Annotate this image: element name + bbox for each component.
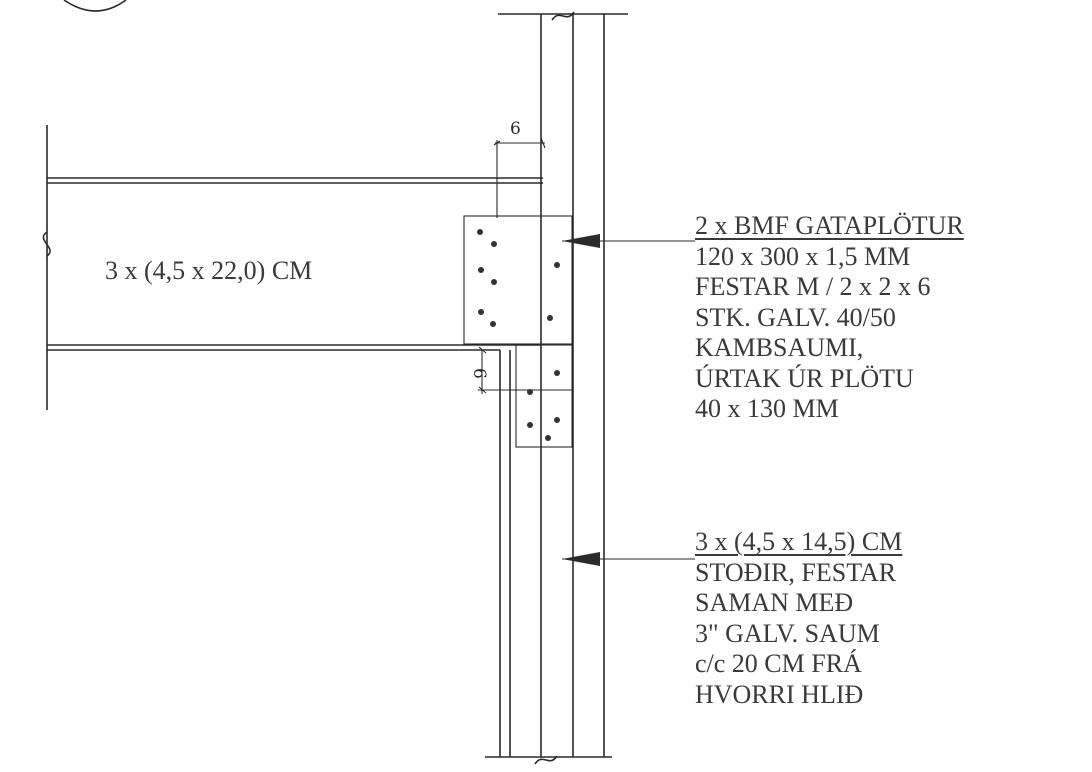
post-break-bottom (534, 755, 558, 765)
note-plates-line: ÚRTAK ÚR PLÖTU (695, 363, 914, 393)
note-posts-heading: 3 x (4,5 x 14,5) CM (695, 527, 903, 556)
dimension-top: 6 (493, 119, 546, 218)
nails-post (527, 262, 560, 441)
post-break-top (551, 11, 575, 21)
bmf-plates (463, 215, 573, 448)
dimension-side-value: 6 (469, 368, 489, 379)
note-plates-line: KAMBSAUMI, (695, 333, 864, 362)
note-posts: 3 x (4,5 x 14,5) CM STOÐIR, FESTAR SAMAN… (695, 527, 902, 710)
note-posts-line: SAMAN MEÐ (695, 588, 854, 617)
note-plates-line: FESTAR M / 2 x 2 x 6 (695, 272, 931, 301)
beam-break-symbol (42, 231, 51, 257)
posts (485, 11, 628, 765)
note-plates-line: 40 x 130 MM (695, 394, 839, 423)
note-posts-line: STOÐIR, FESTAR (695, 557, 897, 587)
note-posts-line: HVORRI HLIÐ (695, 679, 864, 709)
note-plates-line: STK. GALV. 40/50 (695, 302, 896, 332)
leader-plates (562, 234, 695, 248)
note-posts-line: 3" GALV. SAUM (695, 618, 880, 648)
dimension-top-value: 6 (510, 119, 521, 139)
note-plates-line: 120 x 300 x 1,5 MM (695, 241, 911, 271)
nails-beam (477, 229, 497, 327)
beam (42, 125, 543, 410)
note-plates-heading: 2 x BMF GATAPLÖTUR (695, 211, 964, 240)
note-plates: 2 x BMF GATAPLÖTUR 120 x 300 x 1,5 MM FE… (695, 211, 964, 425)
detail-marker-circle (63, 0, 127, 12)
leader-posts (562, 552, 695, 566)
beam-label: 3 x (4,5 x 22,0) CM (105, 256, 312, 285)
dimension-side: 6 (469, 346, 520, 394)
note-posts-line: c/c 20 CM FRÁ (695, 649, 862, 678)
